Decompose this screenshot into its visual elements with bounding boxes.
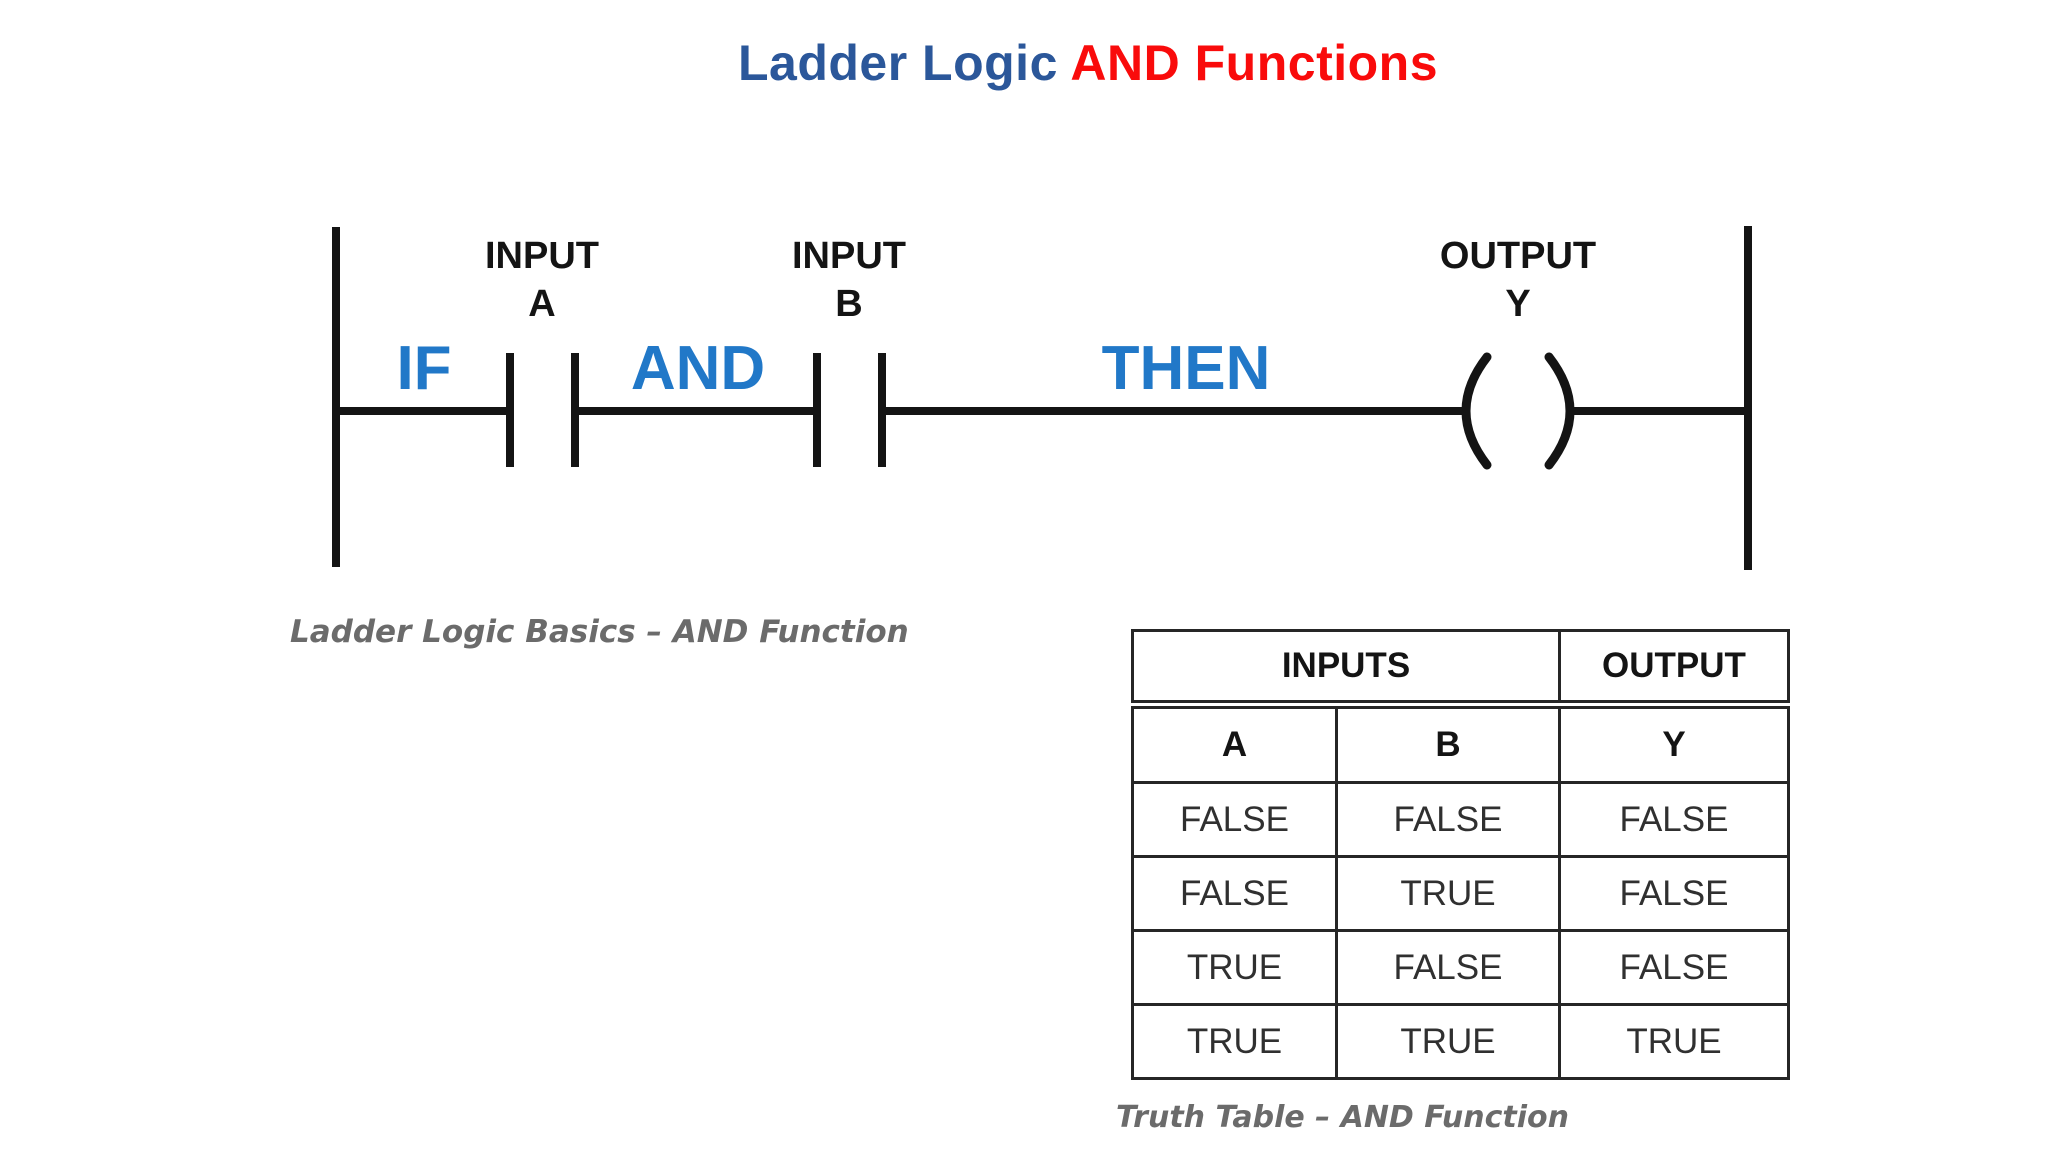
cell-b: TRUE [1335, 1003, 1561, 1080]
table-row: FALSE TRUE FALSE [1131, 855, 1790, 932]
table-row: FALSE FALSE FALSE [1131, 781, 1790, 858]
input-a-word: INPUT [485, 235, 599, 277]
keyword-if: IF [396, 334, 452, 403]
cell-y: TRUE [1558, 1003, 1790, 1080]
right-power-rail [1744, 226, 1752, 570]
cell-y: FALSE [1558, 929, 1790, 1006]
table-row: TRUE FALSE FALSE [1131, 929, 1790, 1006]
page-title-ladder-logic: Ladder Logic [737, 35, 1071, 91]
cell-a: FALSE [1131, 855, 1338, 932]
cell-b: FALSE [1335, 781, 1561, 858]
truth-table-caption: Truth Table – AND Function [1116, 1100, 1569, 1135]
cell-y: FALSE [1558, 855, 1790, 932]
coil-paren-right [1544, 352, 1575, 470]
truth-table: INPUTS OUTPUT A B Y FALSE FALSE FALSE FA… [1131, 629, 1790, 1080]
keyword-then: THEN [1101, 334, 1271, 403]
inputs-group-header: INPUTS [1131, 629, 1561, 709]
contact-a-bar-right [571, 353, 579, 467]
column-header-y: Y [1558, 703, 1790, 784]
table-row: INPUTS OUTPUT [1131, 629, 1790, 709]
coil-paren-left [1461, 352, 1492, 470]
rung-segment-1 [332, 407, 514, 415]
column-header-b: B [1335, 703, 1561, 784]
cell-y: FALSE [1558, 781, 1790, 858]
page-title-and-functions: AND Functions [1070, 35, 1439, 91]
contact-b-bar-left [813, 353, 821, 467]
left-power-rail [332, 227, 340, 567]
table-row: A B Y [1131, 703, 1790, 784]
keyword-and: AND [630, 334, 766, 403]
input-a-label: INPUT A [485, 232, 599, 328]
input-b-letter: B [835, 283, 863, 325]
contact-a-bar-left [506, 353, 514, 467]
output-y-word: OUTPUT [1439, 235, 1597, 277]
cell-a: TRUE [1131, 1003, 1338, 1080]
table-row: TRUE TRUE TRUE [1131, 1003, 1790, 1080]
rung-segment-2 [571, 407, 821, 415]
contact-b-bar-right [878, 353, 886, 467]
cell-a: FALSE [1131, 781, 1338, 858]
output-y-letter: Y [1505, 283, 1531, 325]
rung-segment-4 [1572, 407, 1752, 415]
cell-b: FALSE [1335, 929, 1561, 1006]
output-group-header: OUTPUT [1558, 629, 1790, 709]
input-a-letter: A [528, 283, 556, 325]
output-y-label: OUTPUT Y [1440, 232, 1596, 328]
input-b-word: INPUT [792, 235, 906, 277]
column-header-a: A [1131, 703, 1338, 784]
page-title: Ladder Logic AND Functions [0, 36, 2048, 91]
input-b-label: INPUT B [792, 232, 906, 328]
cell-b: TRUE [1335, 855, 1561, 932]
rung-segment-3 [878, 407, 1462, 415]
ladder-diagram-caption: Ladder Logic Basics – AND Function [290, 614, 909, 650]
cell-a: TRUE [1131, 929, 1338, 1006]
